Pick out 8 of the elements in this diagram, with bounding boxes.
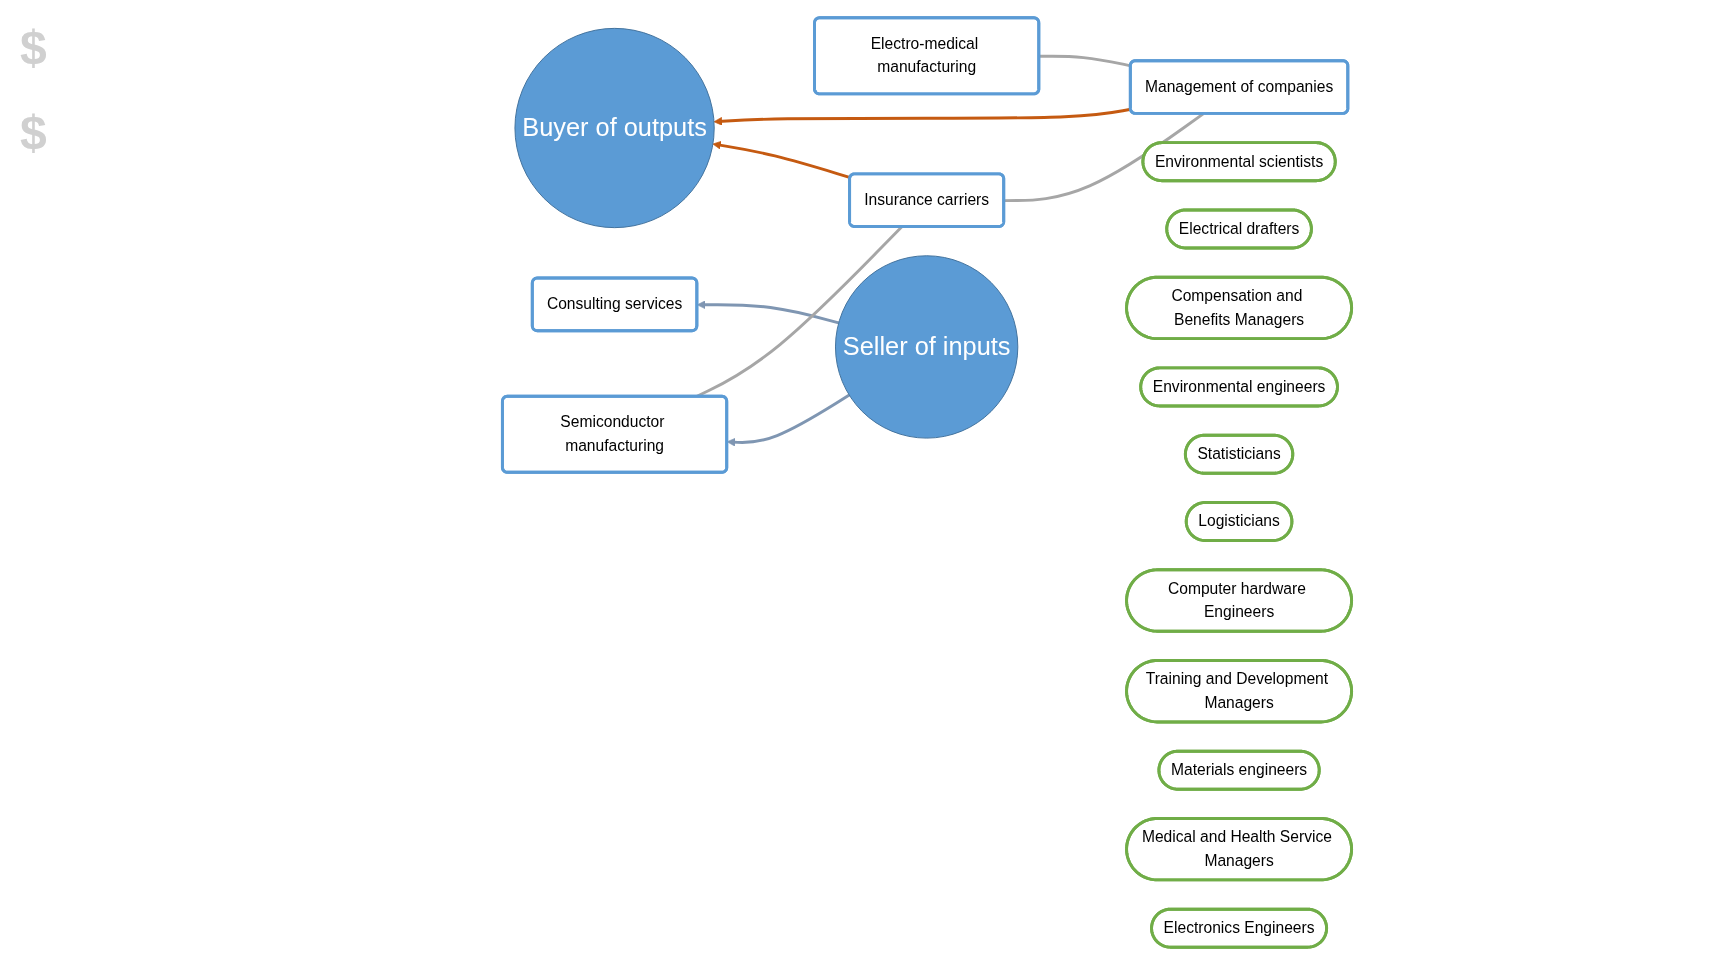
arrow [713,107,1132,126]
arrow [696,300,840,325]
arrow [726,393,850,447]
dollar-sign: $ [20,20,48,75]
node-circle: Buyer of outputs [514,27,715,229]
dollar-sign: $ [20,105,48,160]
node-circle: Seller of inputs [835,255,1019,439]
arrow [712,141,851,180]
